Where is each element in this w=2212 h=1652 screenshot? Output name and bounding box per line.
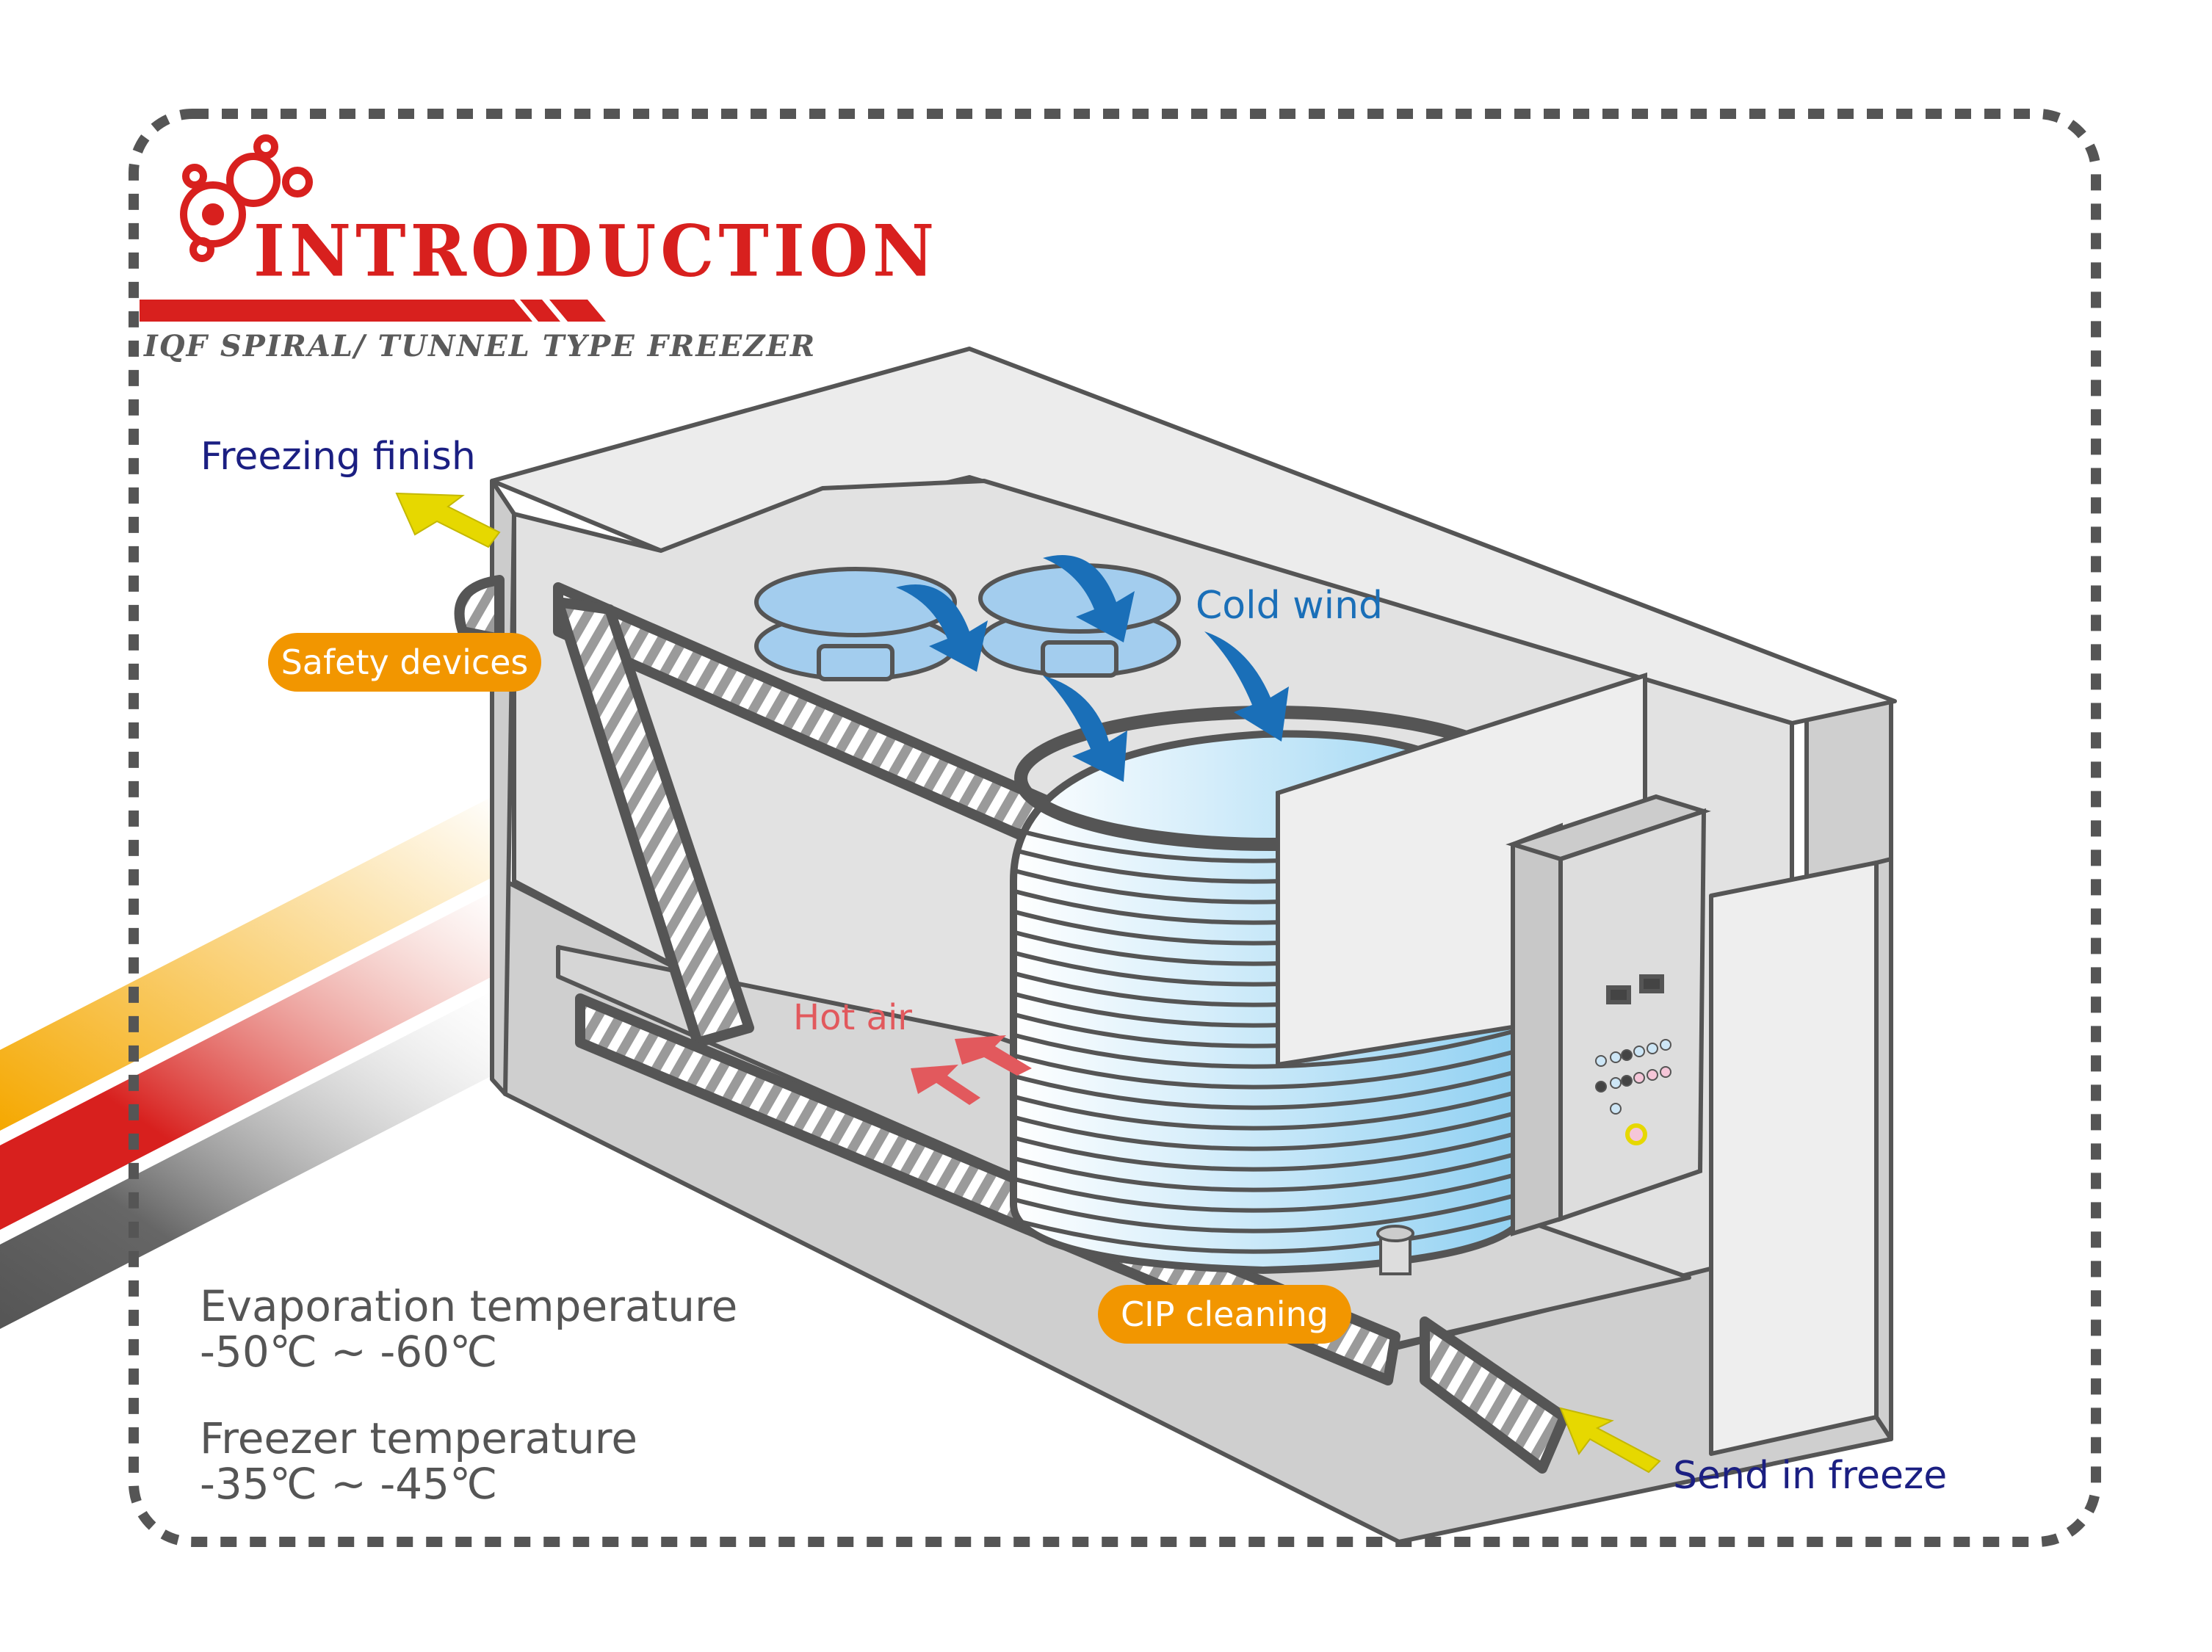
title-bar-slash-2 xyxy=(549,300,606,322)
spiral-ring xyxy=(1014,1046,1527,1090)
title-bar xyxy=(140,300,532,322)
cold-wind-arrows xyxy=(896,555,1289,782)
label-safety-devices: Safety devices xyxy=(268,633,541,692)
stripe-gray xyxy=(0,988,499,1329)
spiral-ring xyxy=(1014,1149,1527,1192)
fan-icon-2 xyxy=(978,563,1181,678)
label-send-in-freeze: Send in freeze xyxy=(1673,1454,1948,1498)
cold-wind-arrow-2 xyxy=(1043,555,1135,642)
incline-conveyor xyxy=(553,597,754,1048)
spiral-ring xyxy=(1014,1026,1527,1069)
hot-air-arrow-2 xyxy=(955,1035,1032,1076)
spec-evaporation-value: -50℃ ~ -60℃ xyxy=(200,1327,498,1377)
yellow-arrows xyxy=(395,492,1661,1474)
fan-icon-1 xyxy=(754,567,957,681)
page-subtitle: IQF SPIRAL/ TUNNEL TYPE FREEZER xyxy=(144,329,817,363)
cold-wind-arrow-3 xyxy=(1043,675,1127,782)
decorative-stripes xyxy=(0,793,499,1329)
infeed-conveyor xyxy=(1420,1316,1569,1474)
spec-freezer-value: -35℃ ~ -45℃ xyxy=(200,1459,498,1509)
cip-drain-icon xyxy=(1376,1225,1414,1275)
label-cold-wind: Cold wind xyxy=(1196,584,1384,628)
stripe-red xyxy=(0,888,499,1230)
infeed-arrow-icon xyxy=(1559,1407,1661,1474)
spiral-ring xyxy=(1014,1170,1527,1213)
spiral-rings xyxy=(1014,820,1527,1254)
stripe-orange xyxy=(0,793,499,1131)
label-cip-cleaning: CIP cleaning xyxy=(1098,1285,1351,1344)
spiral-ring xyxy=(1014,1128,1527,1172)
dashed-frame xyxy=(129,109,2101,1547)
spec-evaporation-label: Evaporation temperature xyxy=(200,1281,738,1331)
gears-icon xyxy=(180,134,313,262)
hot-air-arrows xyxy=(911,1035,1032,1105)
spec-freezer: Freezer temperature -35℃ ~ -45℃ xyxy=(200,1416,637,1507)
outfeed-arrow-icon xyxy=(395,492,501,548)
spiral-ring xyxy=(1014,1087,1527,1131)
fan-units xyxy=(754,563,1181,681)
outfeed-loop xyxy=(454,575,505,644)
spiral-ring xyxy=(1014,1108,1527,1151)
spiral-ring xyxy=(1014,1190,1527,1233)
cold-wind-arrow-4 xyxy=(1204,631,1289,742)
control-panel-icon xyxy=(1506,794,1711,1237)
spiral-ring xyxy=(1014,1211,1527,1254)
label-hot-air: Hot air xyxy=(793,997,913,1038)
hot-air-arrow-1 xyxy=(911,1065,980,1105)
title-bar-slash-1 xyxy=(520,300,560,322)
page-title: INTRODUCTION xyxy=(253,209,939,293)
spec-evaporation: Evaporation temperature -50℃ ~ -60℃ xyxy=(200,1283,737,1374)
cold-wind-arrow-1 xyxy=(896,584,988,672)
spiral-ring xyxy=(1014,1067,1527,1110)
label-freezing-finish: Freezing finish xyxy=(200,435,476,479)
spec-freezer-label: Freezer temperature xyxy=(200,1413,638,1463)
